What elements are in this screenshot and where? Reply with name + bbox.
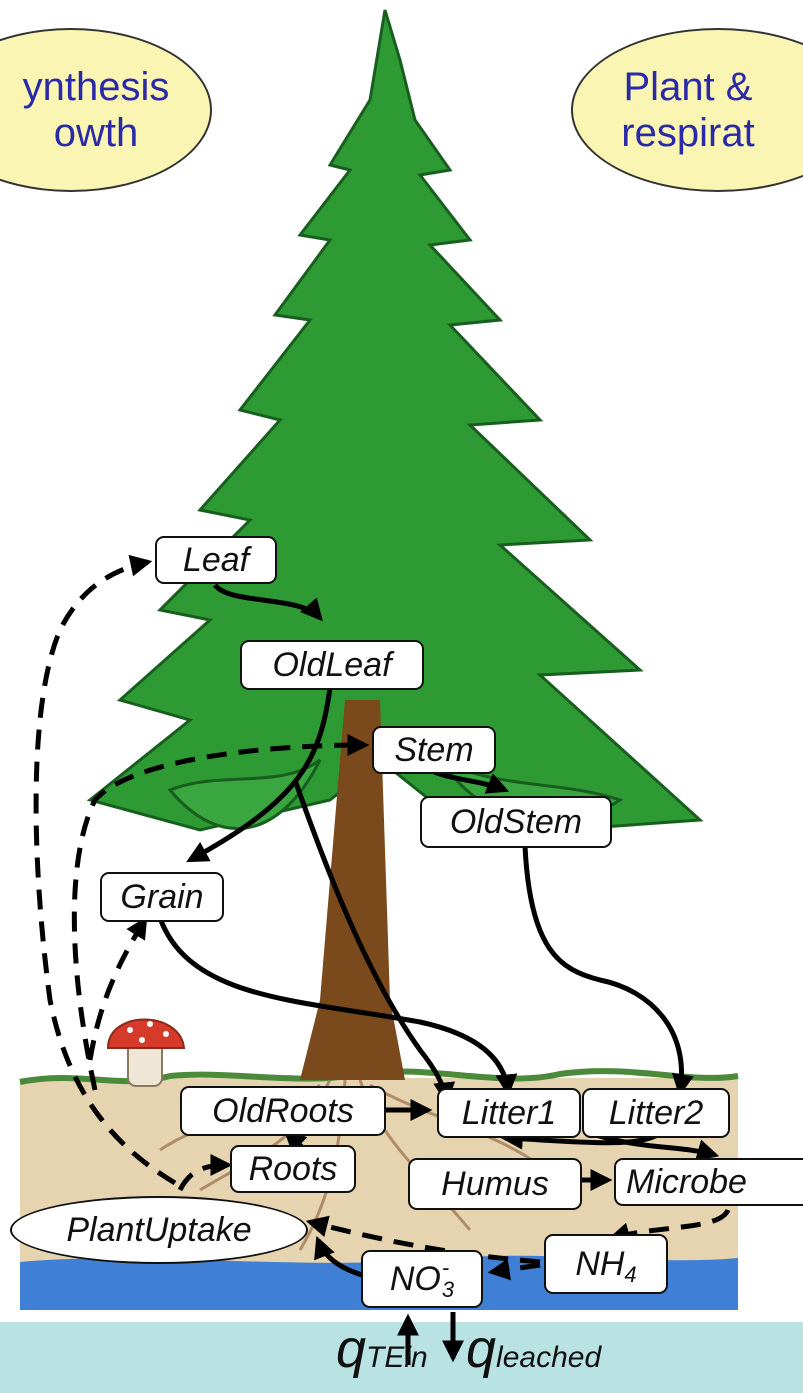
no3-sub: 3: [442, 1279, 454, 1301]
q-in-base: q: [336, 1319, 366, 1379]
bubble-right-line2: respirat: [621, 110, 754, 156]
bubble-left-line2: owth: [23, 110, 170, 156]
nh4-sub: 4: [624, 1264, 636, 1286]
node-oldleaf: OldLeaf: [240, 640, 424, 690]
q-in-label: qTEin: [336, 1322, 428, 1376]
bubble-right-line1: Plant &: [621, 64, 754, 110]
node-no3: NO-3: [361, 1250, 483, 1308]
node-leaf: Leaf: [155, 536, 277, 584]
arrow-oldleaf-to-grain: [190, 688, 330, 860]
node-plantuptake: PlantUptake: [10, 1196, 308, 1264]
bubble-left-line1: ynthesis: [23, 64, 170, 110]
arrow-oldstem-to-litter2: [525, 846, 682, 1092]
arrow-uptake-to-grain: [90, 920, 145, 1060]
arrow-uptake-to-roots: [180, 1165, 228, 1190]
node-litter1: Litter1: [437, 1088, 581, 1138]
no3-base: NO: [390, 1262, 441, 1296]
node-oldroots: OldRoots: [180, 1086, 386, 1136]
q-out-sub: leached: [496, 1341, 601, 1374]
q-out-base: q: [466, 1319, 496, 1379]
arrow-no3-to-plantuptake: [318, 1240, 362, 1275]
node-grain: Grain: [100, 872, 224, 922]
q-out-label: qleached: [466, 1322, 601, 1376]
node-roots: Roots: [230, 1145, 356, 1193]
no3-sup: -: [442, 1257, 454, 1279]
node-stem: Stem: [372, 726, 496, 774]
node-oldstem: OldStem: [420, 796, 612, 848]
arrow-grain-to-litter1: [160, 918, 508, 1092]
arrow-nh4-to-no3: [492, 1265, 540, 1272]
nh4-base: NH: [575, 1247, 624, 1281]
node-microbe: Microbe: [614, 1158, 803, 1206]
arrow-leaf-to-oldleaf: [215, 585, 320, 618]
node-litter2: Litter2: [582, 1088, 730, 1138]
node-humus: Humus: [408, 1158, 582, 1210]
q-in-sub: TEin: [366, 1341, 428, 1374]
